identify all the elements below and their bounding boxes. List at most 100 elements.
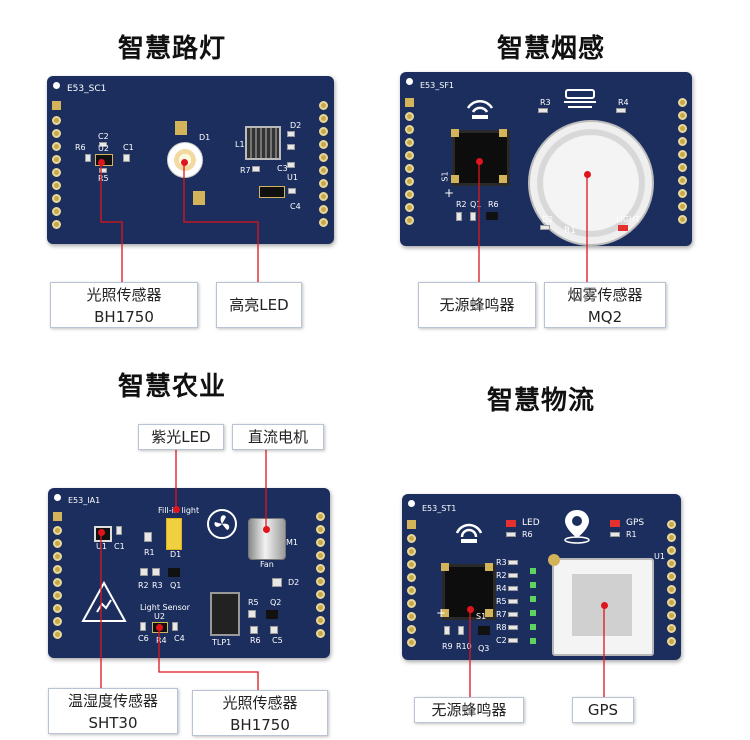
title-logistics: 智慧物流: [487, 386, 596, 416]
fan-icon: [207, 509, 237, 539]
inductor-l1: [245, 126, 281, 160]
label-c1: C1: [114, 542, 125, 551]
label-r6: D2: [542, 215, 554, 224]
callout-line-1: 温湿度传感器: [67, 692, 158, 710]
label-light: R1: [564, 226, 576, 236]
label-s1: S1: [476, 612, 487, 621]
callout-text: 紫光LED: [151, 428, 211, 446]
callout-text: 直流电机: [247, 428, 308, 446]
dc-motor: [248, 518, 286, 560]
label-light-sensor: Light Sensor: [140, 603, 190, 612]
marker-bh1750-top: [98, 159, 105, 166]
callout-gps: GPS: [572, 697, 634, 723]
title-agriculture: 智慧农业: [118, 372, 227, 402]
marker-smoke-sensor: [584, 171, 591, 178]
callout-line-2: MQ2: [587, 308, 623, 326]
label-plus: +: [444, 186, 455, 200]
marker-purple-led: [173, 506, 180, 513]
label-r2: Q1: [470, 200, 482, 209]
board-name: E53_SF1: [420, 81, 455, 90]
label-r8: R8: [496, 623, 507, 632]
callout-smoke-sensor: 烟雾传感器 MQ2: [544, 282, 666, 328]
status-led: [506, 520, 516, 527]
callout-line-2: BH1750: [94, 308, 154, 326]
led-pad-top: [175, 121, 187, 135]
label-r5: R5: [98, 174, 109, 183]
label-r6: R6: [522, 530, 533, 539]
callout-dc-motor: 直流电机: [232, 424, 324, 450]
mount-hole: [408, 500, 415, 507]
callout-text: GPS: [587, 701, 619, 719]
label-r5: R5: [496, 597, 507, 606]
board-st1: E53_ST1 S1 + R9 R10 Q3 LED R6: [402, 494, 681, 660]
board-sc1: E53_SC1 C2 U2 R6 R5 C1 D1 L1 D2 C3 R7 U1…: [47, 76, 334, 244]
board-name: E53_SC1: [67, 84, 107, 94]
label-r4: R4: [156, 636, 167, 645]
label-r1: R2: [456, 200, 467, 209]
marker-gps: [601, 602, 608, 609]
callout-text: 高亮LED: [229, 296, 289, 314]
label-q2: Q2: [270, 598, 282, 607]
label-u1: U1: [654, 552, 665, 561]
label-d2: D2: [288, 578, 300, 587]
label-d2: D2: [290, 121, 302, 130]
label-r1: R1: [626, 530, 637, 539]
label-u1: U1: [96, 542, 107, 551]
callout-text: 无源蜂鸣器: [431, 701, 507, 719]
label-c4: C4: [174, 634, 185, 643]
label-r4: R4: [618, 98, 629, 107]
label-d1: D1: [170, 550, 182, 559]
callout-line-1: 光照传感器: [222, 694, 298, 712]
marker-buzzer-top: [476, 158, 483, 165]
label-plus: +: [436, 606, 447, 620]
callout-line-2: SHT30: [88, 714, 138, 732]
sound-wave-icon: [455, 523, 483, 543]
callout-line-1: 光照传感器: [86, 286, 162, 304]
label-c2: C2: [496, 636, 507, 645]
callout-line-2: BH1750: [230, 716, 290, 734]
callout-high-led: 高亮LED: [216, 282, 302, 328]
label-r3: R3: [152, 581, 163, 590]
sound-wave-icon: [466, 99, 494, 119]
label-q1: Q1: [170, 581, 182, 590]
label-c3: C3: [277, 164, 288, 173]
esd-warning-icon: [81, 580, 127, 622]
label-r1: R1: [144, 548, 155, 557]
marker-dc-motor: [263, 526, 270, 533]
purple-led: [166, 518, 182, 550]
marker-buzzer-bottom: [467, 606, 474, 613]
label-r6: R6: [75, 143, 86, 152]
label-tlp1: TLP1: [212, 638, 232, 647]
label-r2: R2: [138, 581, 149, 590]
label-r3: R3: [496, 558, 507, 567]
title-smoke: 智慧烟感: [497, 34, 606, 64]
label-r10: R10: [456, 642, 472, 651]
gps-led: [610, 520, 620, 527]
callout-sht30: 温湿度传感器 SHT30: [48, 688, 178, 734]
label-c6: C6: [138, 634, 149, 643]
mount-hole: [406, 78, 413, 85]
label-led: LED: [522, 518, 540, 528]
label-u1: U1: [287, 173, 298, 182]
label-u2: U2: [154, 612, 165, 621]
label-u2: U2: [98, 144, 109, 153]
callout-line-1: 烟雾传感器: [567, 286, 643, 304]
label-fan: Fan: [260, 560, 274, 569]
label-r9: R9: [442, 642, 453, 651]
label-c5: C5: [272, 636, 283, 645]
label-q3: Q3: [478, 644, 490, 653]
callout-bh1750-bottom: 光照传感器 BH1750: [192, 690, 328, 736]
board-ia1: E53_IA1 U1 C1 Fill-in light R1 D1 R2 R3 …: [48, 488, 330, 658]
label-q1: R6: [488, 200, 499, 209]
label-c1: C1: [123, 143, 134, 152]
label-r6: R6: [250, 636, 261, 645]
board-sf1: E53_SF1 S1 + R2 Q1 R6 R3 R4: [400, 72, 692, 246]
label-m1: M1: [286, 538, 298, 547]
marker-sht30: [98, 529, 105, 536]
callout-bh1750-top: 光照传感器 BH1750: [50, 282, 198, 328]
callout-purple-led: 紫光LED: [138, 424, 224, 450]
label-l1: L1: [235, 140, 245, 149]
red-led-d2: [618, 225, 628, 231]
callout-text: 无源蜂鸣器: [439, 296, 515, 314]
board-name: E53_IA1: [68, 496, 101, 505]
